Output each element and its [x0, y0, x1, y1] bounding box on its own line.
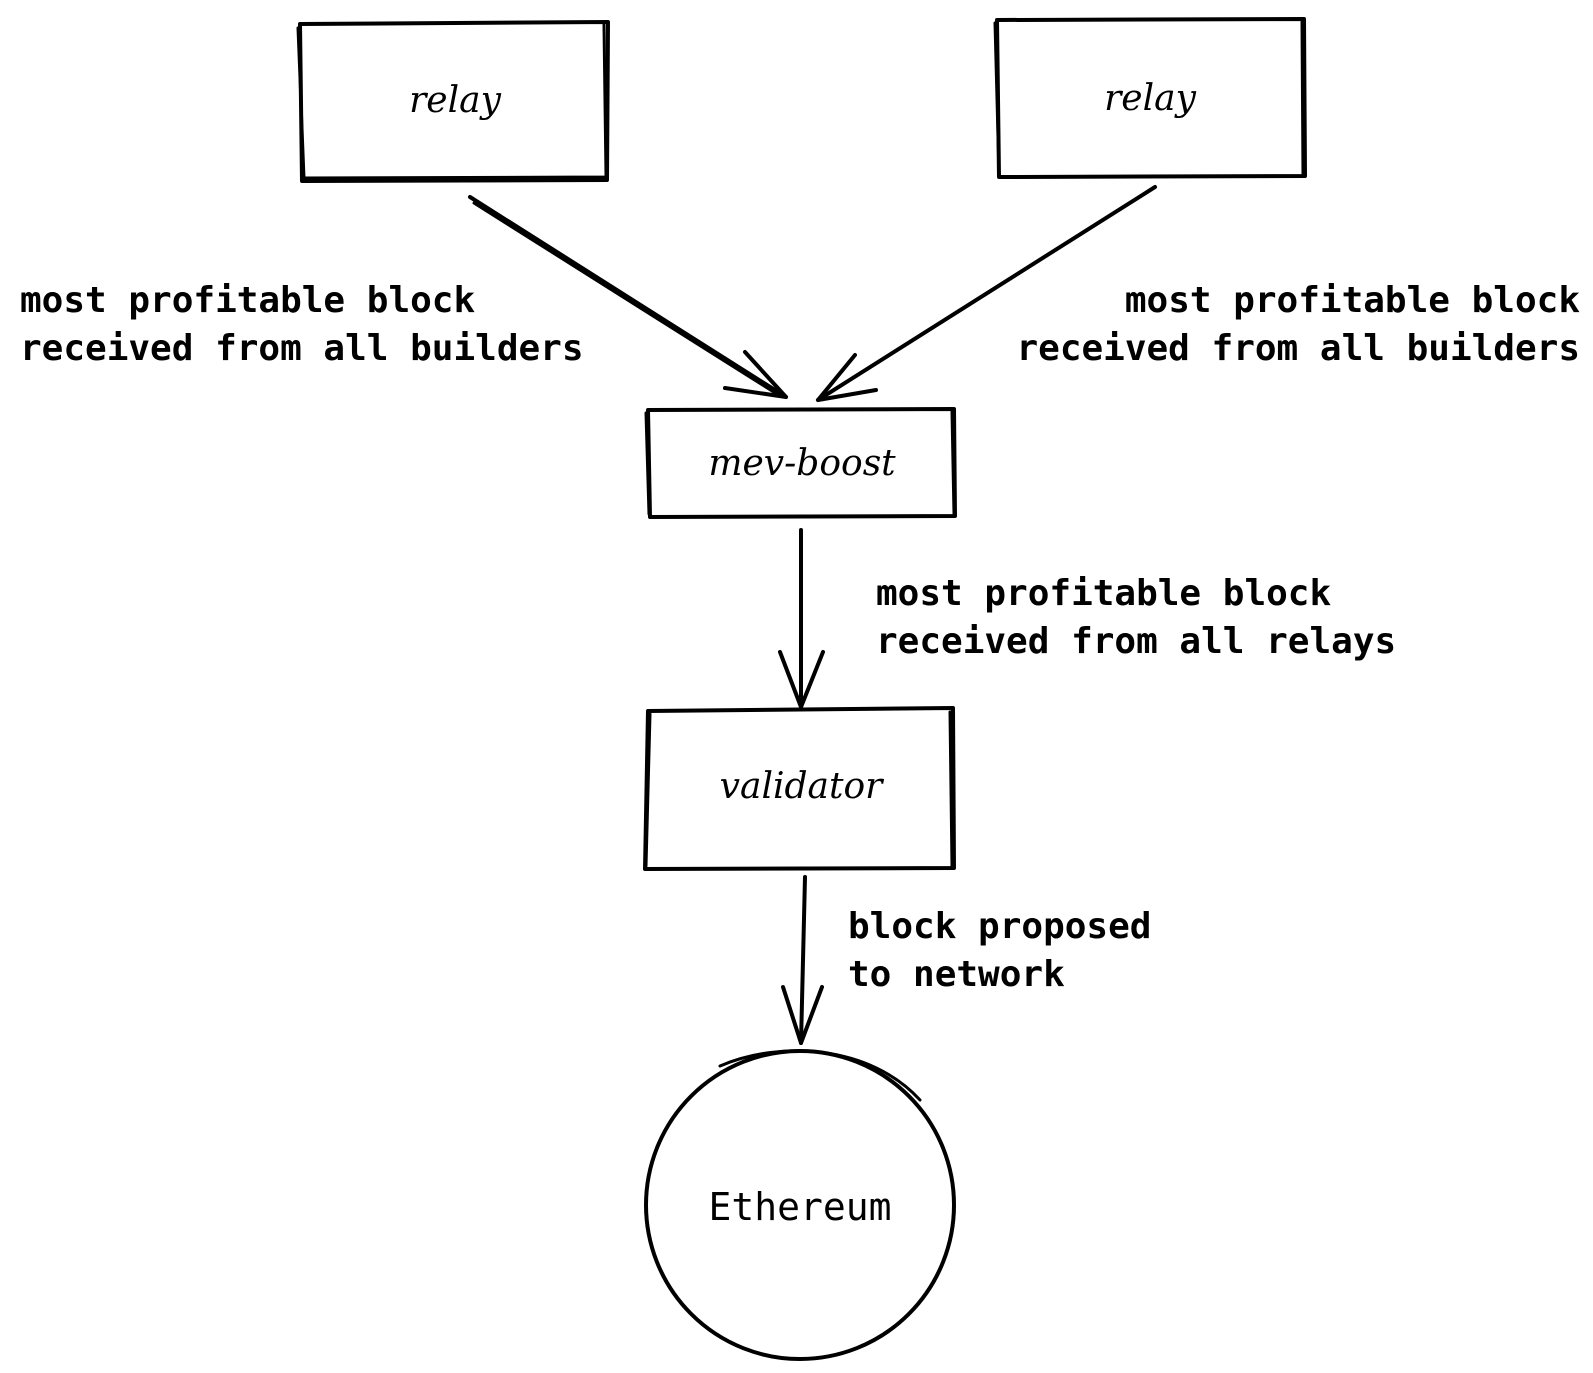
relay-left-node: relay: [296, 20, 610, 183]
edge-label-left: most profitable block received from all …: [20, 280, 584, 369]
edge-label-right-line2: received from all builders: [1016, 328, 1580, 369]
edge-label-middle-line1: most profitable block: [876, 573, 1331, 614]
edge-label-right-line1: most profitable block: [1125, 280, 1580, 321]
edge-label-bottom-line1: block proposed: [848, 906, 1151, 947]
edge-label-bottom-line2: to network: [848, 954, 1065, 995]
arrow-mevboost-to-validator: [778, 528, 825, 709]
ethereum-node: Ethereum: [644, 1049, 956, 1361]
arrow-relay-right-to-mevboost: [816, 185, 1157, 402]
arrow-validator-to-ethereum: [781, 875, 824, 1045]
edge-label-middle: most profitable block received from all …: [876, 573, 1396, 662]
mev-boost-node: mev-boost: [644, 407, 957, 519]
arrow-relay-left-to-mevboost: [468, 195, 788, 399]
validator-label: validator: [720, 766, 884, 807]
relay-right-label: relay: [1104, 78, 1196, 119]
edge-label-left-line1: most profitable block: [20, 280, 475, 321]
edge-label-middle-line2: received from all relays: [876, 621, 1396, 662]
mev-boost-label: mev-boost: [708, 443, 896, 484]
ethereum-label: Ethereum: [708, 1185, 891, 1229]
relay-right-node: relay: [993, 17, 1307, 179]
edge-label-left-line2: received from all builders: [20, 328, 584, 369]
relay-left-label: relay: [409, 80, 501, 121]
validator-node: validator: [643, 706, 956, 871]
edge-label-right: most profitable block received from all …: [1016, 280, 1580, 369]
edge-label-bottom: block proposed to network: [848, 906, 1151, 995]
